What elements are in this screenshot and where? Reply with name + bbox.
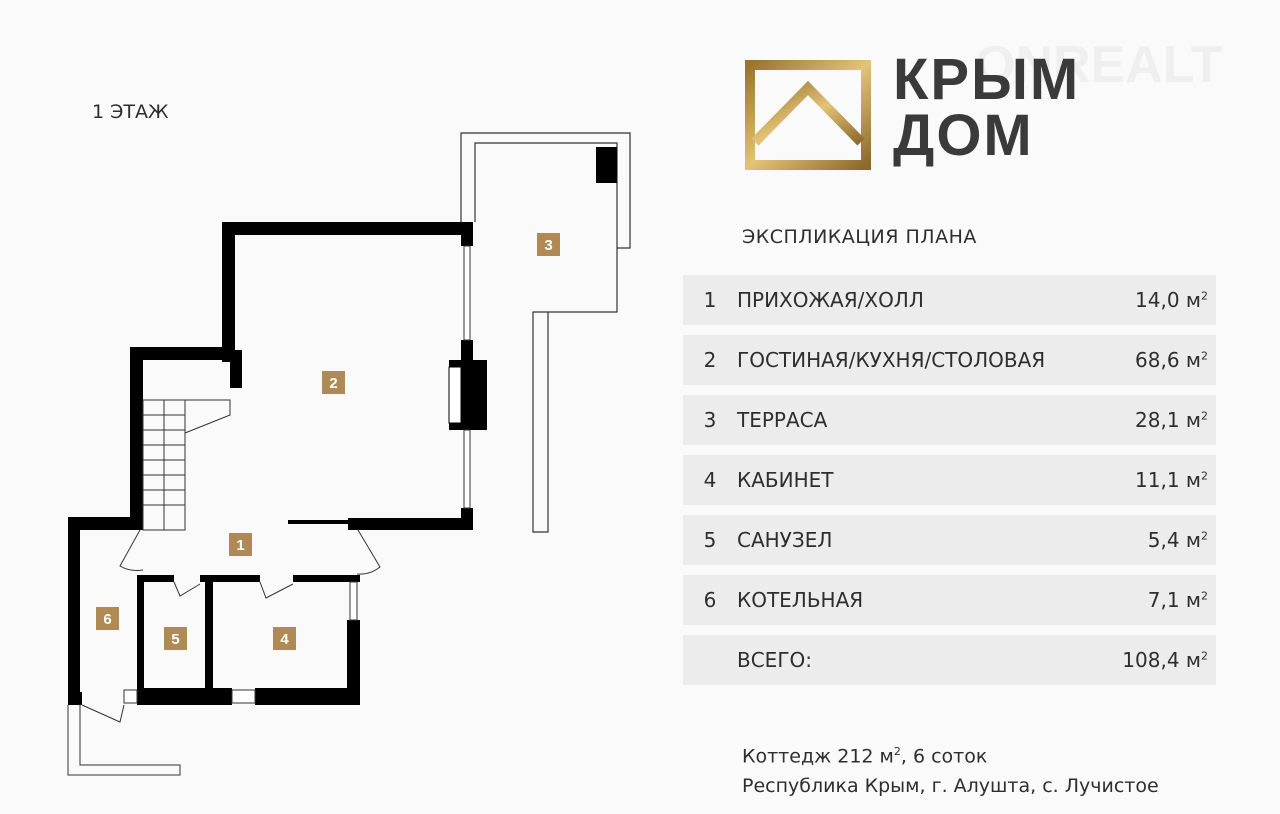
chimney-block: [596, 147, 617, 183]
windows: [123, 245, 471, 704]
floor-plan: 1 2 3 4 5 6: [67, 132, 631, 776]
room-label-6: 6: [96, 607, 119, 630]
total-row: ВСЕГО:108,4 м2: [683, 635, 1216, 685]
footer-address: Республика Крым, г. Алушта, с. Лучистое: [742, 775, 1159, 797]
room-label-3: 3: [537, 233, 560, 256]
floor-label: 1 ЭТАЖ: [92, 101, 169, 123]
room-label-4: 4: [273, 627, 296, 650]
svg-text:6: 6: [103, 611, 111, 628]
walls: [68, 222, 487, 705]
svg-text:3: 3: [544, 237, 552, 254]
svg-text:5: 5: [171, 631, 179, 648]
doors: [67, 529, 381, 776]
svg-text:4: 4: [280, 631, 289, 648]
svg-text:1: 1: [236, 537, 244, 554]
terrace-outline: [460, 132, 631, 533]
room-labels: 1 2 3 4 5 6: [96, 233, 560, 650]
svg-text:2: 2: [329, 375, 337, 392]
logo-house-icon: [745, 60, 871, 170]
room-label-1: 1: [229, 533, 252, 556]
watermark: ONREALT: [975, 35, 1222, 95]
room-label-2: 2: [322, 371, 345, 394]
stairs: [142, 399, 231, 531]
room-label-5: 5: [164, 627, 187, 650]
footer-summary: Коттедж 212 м2, 6 соток: [742, 745, 988, 768]
explication-heading: ЭКСПЛИКАЦИЯ ПЛАНА: [742, 226, 977, 248]
